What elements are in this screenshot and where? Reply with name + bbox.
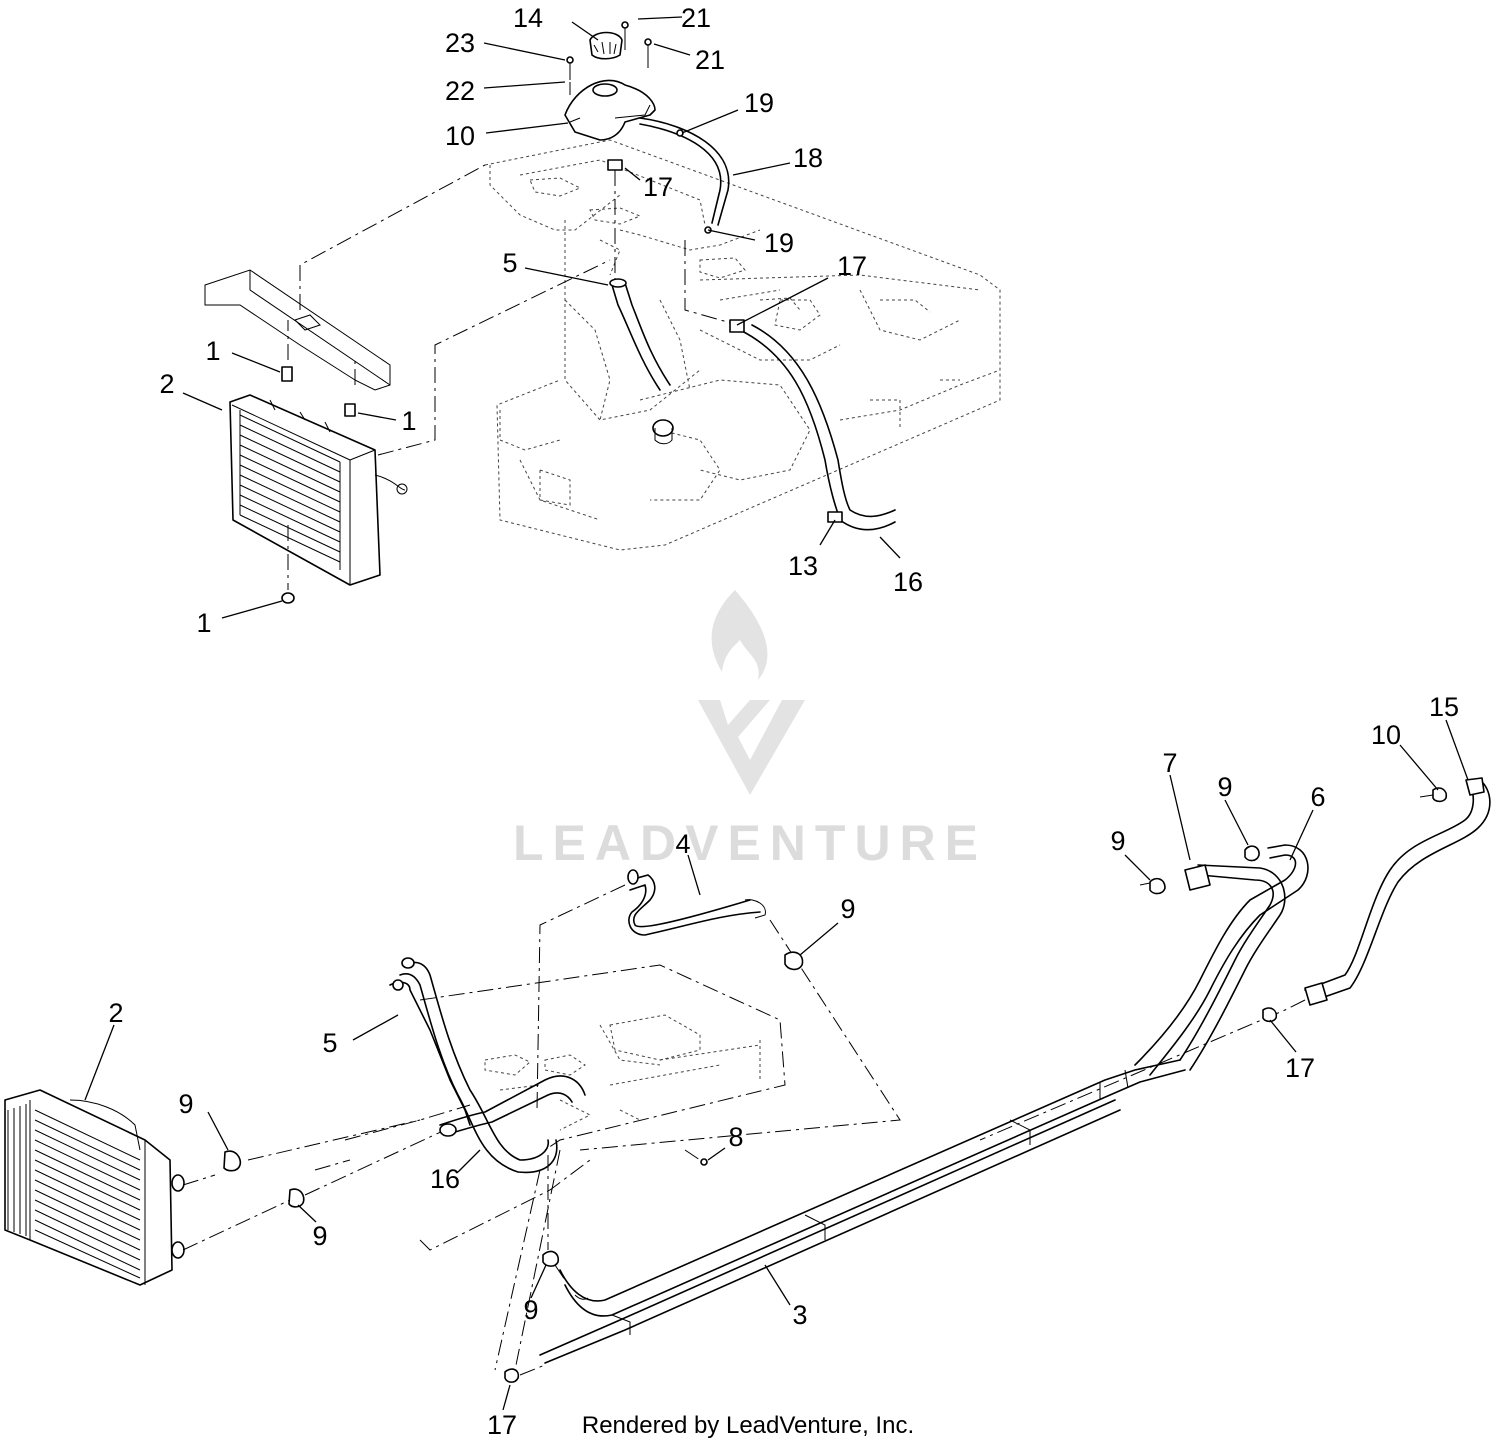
callout-9c: 9 [840,894,855,924]
bottom-assembly: 15 10 9 7 6 9 4 9 2 5 17 9 8 16 9 9 3 17 [4,692,1491,1440]
callout-4: 4 [675,829,690,859]
hose-5-top [609,170,671,391]
callout-19b: 19 [764,228,794,258]
radiator-top [229,394,408,586]
callout-9a: 9 [1217,772,1232,802]
hose-16-bottom [439,1075,586,1137]
callout-16-bottom: 16 [430,1164,460,1194]
bolt-8 [700,1158,708,1166]
clamp-9-hose-4 [784,951,804,971]
leaders-top [182,16,901,619]
leadventure-flame-logo [698,590,805,795]
callout-9d: 9 [178,1089,193,1119]
callout-2-bottom: 2 [108,998,123,1028]
grommet-1-top [281,366,356,604]
callout-5-bottom: 5 [322,1028,337,1058]
callout-6: 6 [1310,782,1325,812]
callout-19a: 19 [744,88,774,118]
callout-15: 15 [1429,692,1459,722]
pipes-6-7-15 [979,777,1491,1141]
callout-23: 23 [445,28,475,58]
callouts-bottom: 15 10 9 7 6 9 4 9 2 5 17 9 8 16 9 9 3 17 [108,692,1459,1440]
watermark-text: LEADVENTURE [513,815,987,871]
callout-7: 7 [1162,748,1177,778]
callout-16-top: 16 [893,567,923,597]
callout-2-top: 2 [159,369,174,399]
callout-13: 13 [788,551,818,581]
callout-17a-bottom: 17 [1285,1053,1315,1083]
radiator-bottom [4,1089,185,1286]
callout-1c: 1 [196,608,211,638]
clamps-lower [494,1149,566,1383]
clamps-right [1139,787,1448,1023]
callout-9b: 9 [1110,826,1125,856]
callout-17a: 17 [643,172,673,202]
callout-21b: 21 [695,45,725,75]
callout-8: 8 [728,1122,743,1152]
callout-5-top: 5 [502,248,517,278]
callout-3: 3 [792,1300,807,1330]
radiator-fins-bottom [7,1104,141,1279]
hose-4 [536,869,901,1151]
frame-outline-bottom [314,964,786,1251]
callout-1a: 1 [205,336,220,366]
callout-10-bottom: 10 [1371,720,1401,750]
clamps-9-radiator [223,1150,305,1208]
callout-21a: 21 [681,3,711,33]
reservoir-cap [589,31,623,60]
hose-5-bottom [389,957,558,1174]
callout-14: 14 [513,3,543,33]
frame-outline-top [484,139,1001,551]
clamp-17-top-a [607,159,623,171]
callout-17b: 17 [837,251,867,281]
pipe-3 [539,1059,1186,1364]
callout-22: 22 [445,76,475,106]
callout-18: 18 [793,143,823,173]
callout-10: 10 [445,121,475,151]
hose-13-16-top [684,240,896,531]
callout-17b-bottom: 17 [487,1410,517,1440]
radiator-bracket [204,269,391,391]
callout-9e: 9 [312,1221,327,1251]
radiator-fins-top [239,410,341,570]
coolant-reservoir [564,79,656,141]
top-assembly: 14 21 21 23 22 19 10 18 17 19 5 17 1 2 1… [159,3,1001,638]
callouts-top: 14 21 21 23 22 19 10 18 17 19 5 17 1 2 1… [159,3,923,638]
callout-9f: 9 [523,1295,538,1325]
leaders-bottom [84,719,1469,1411]
callout-1b: 1 [401,406,416,436]
clamp-13-top [827,511,843,523]
render-credit: Rendered by LeadVenture, Inc. [582,1412,914,1439]
screws-top [566,21,652,95]
watermark: LEADVENTURE [513,590,987,871]
